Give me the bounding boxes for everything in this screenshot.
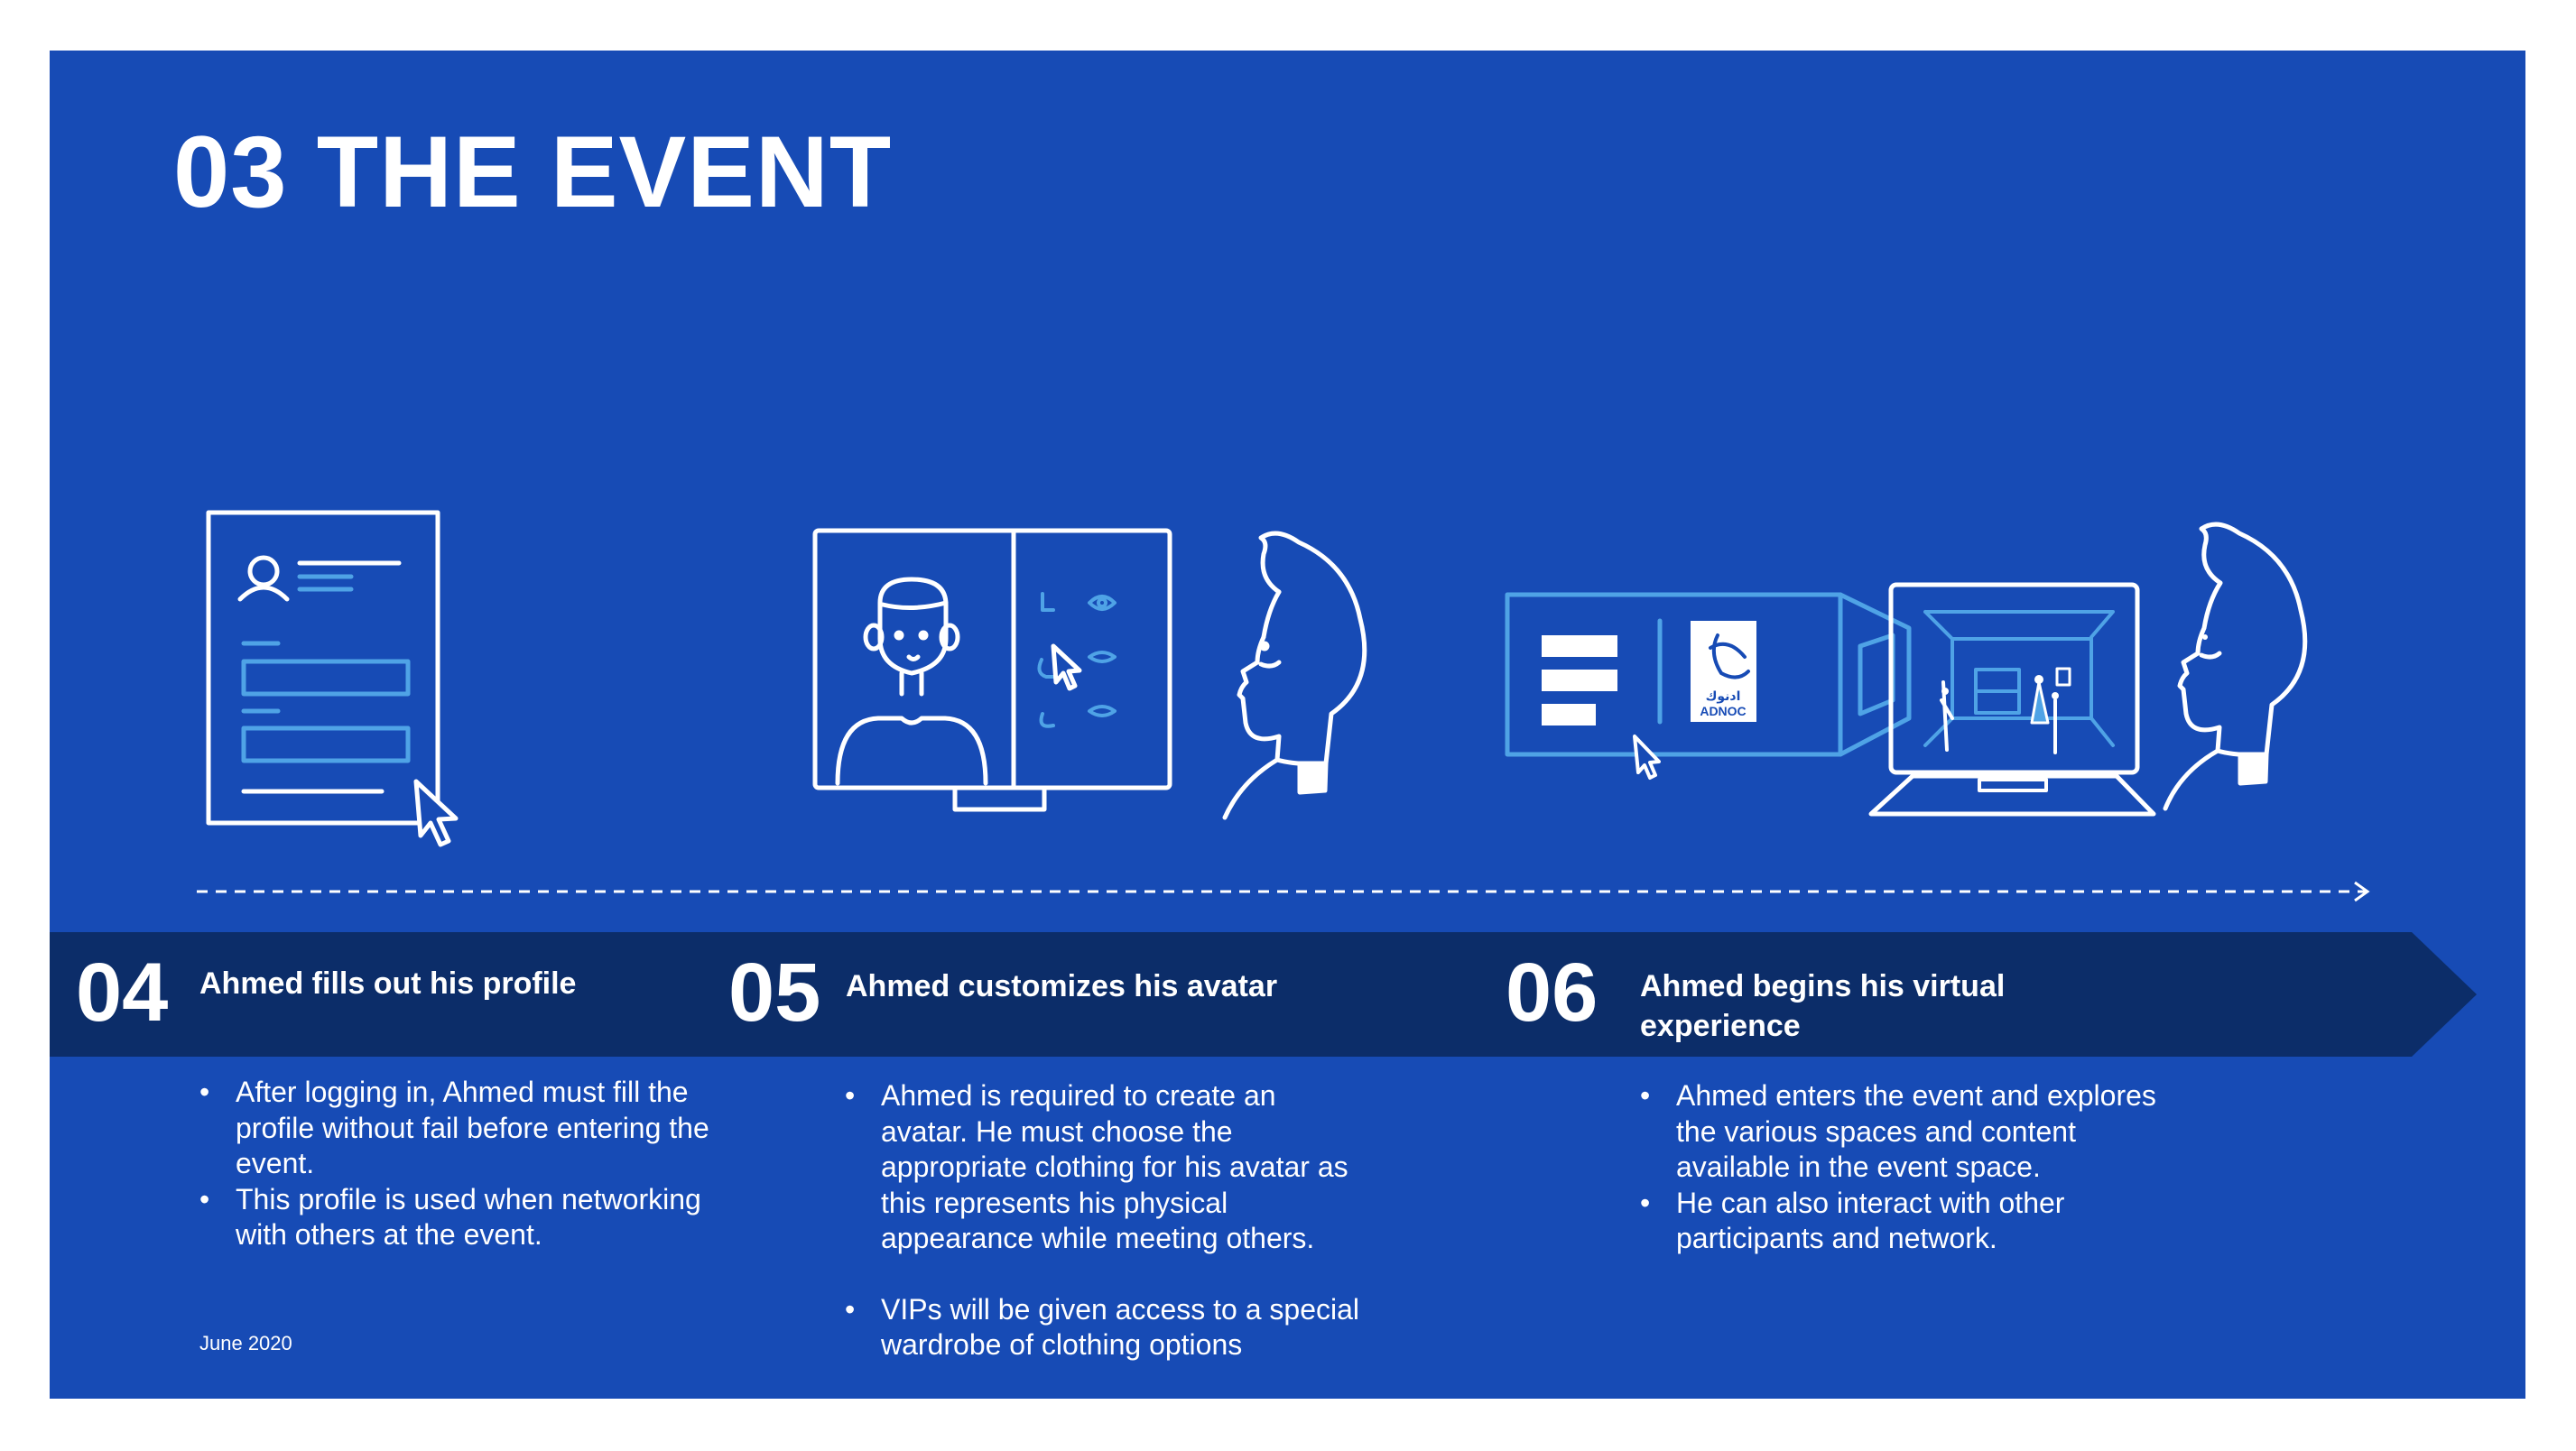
step-05-number: 05 — [728, 947, 821, 1039]
adnoc-logo-text: ADNOC — [1700, 704, 1746, 718]
list-item: After logging in, Ahmed must fill the pr… — [199, 1075, 741, 1182]
list-item: This profile is used when networking wit… — [199, 1182, 741, 1253]
step-06-number: 06 — [1506, 947, 1598, 1039]
step-05-bullets: Ahmed is required to create an avatar. H… — [845, 1078, 1368, 1363]
list-item: VIPs will be given access to a special w… — [845, 1292, 1368, 1363]
slide-title: 03 THE EVENT — [173, 116, 893, 228]
list-item: Ahmed enters the event and explores the … — [1640, 1078, 2182, 1186]
profile-form-icon — [206, 510, 459, 847]
illustrations: ادنوك ADNOC — [197, 510, 2370, 902]
list-item: Ahmed is required to create an avatar. H… — [845, 1078, 1368, 1257]
step-04-heading: Ahmed fills out his profile — [199, 966, 577, 1001]
list-item: He can also interact with other particip… — [1640, 1186, 2182, 1257]
steps-band — [50, 932, 2477, 1057]
footer-date: June 2020 — [199, 1332, 292, 1354]
virtual-event-icon — [1505, 522, 2308, 817]
step-04-number: 04 — [76, 947, 169, 1039]
step-06-heading: Ahmed begins his virtual experience — [1640, 969, 2006, 1043]
slide: 03 THE EVENT — [50, 51, 2525, 1399]
step-04-bullets: After logging in, Ahmed must fill the pr… — [199, 1075, 741, 1253]
timeline-arrow — [197, 881, 2370, 902]
step-06-bullets: Ahmed enters the event and explores the … — [1640, 1078, 2182, 1257]
avatar-builder-icon — [812, 528, 1367, 820]
step-05-heading: Ahmed customizes his avatar — [846, 969, 1278, 1003]
adnoc-logo-arabic: ادنوك — [1706, 689, 1741, 704]
